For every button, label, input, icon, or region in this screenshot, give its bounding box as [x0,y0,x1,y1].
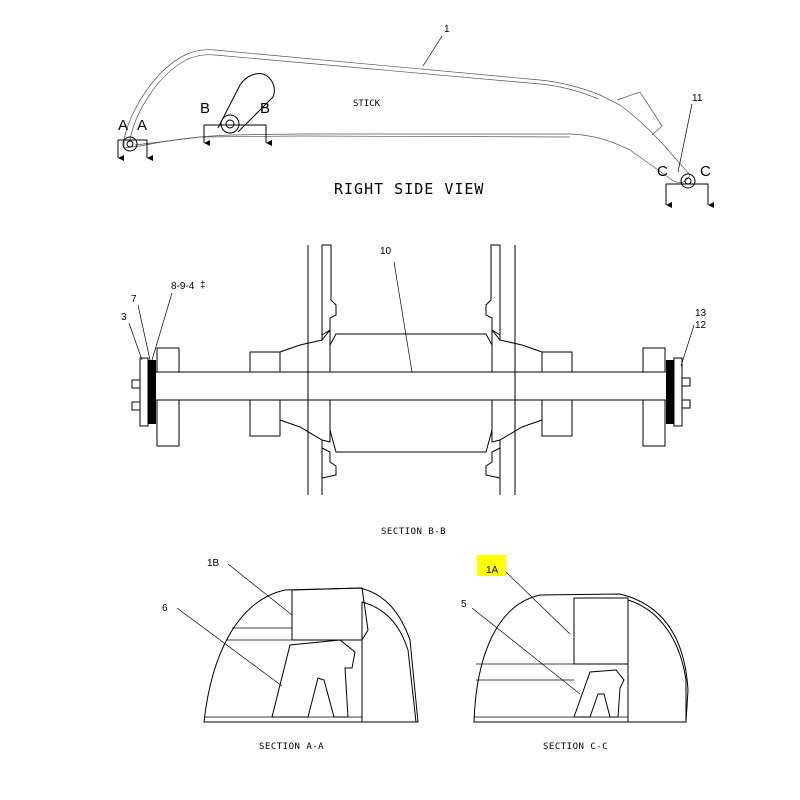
callout-11: 11 [692,93,703,104]
stick-inner-line [129,54,599,141]
section-aa-outline [203,587,419,723]
stick-bracket [616,91,663,136]
left-washer [148,360,156,424]
right-bolt-bottom [681,399,691,409]
left-outer-bushing-bottom [156,399,180,447]
section-b-marker: B B [200,100,272,146]
stick-outline [123,49,691,184]
callout-1: 1 [444,24,450,35]
section-aa-seal [271,639,356,718]
leader-1 [422,35,443,67]
right-bolt-top [681,377,691,387]
right-outer-bushing-top [642,347,666,373]
right-outer-bushing-bottom [642,399,666,447]
section-aa-top-liner [291,587,369,641]
section-bb-title: SECTION B-B [381,527,446,537]
section-bb: 10 8-9-4 ‡ 7 3 13 12 SECTION B-B [121,244,707,537]
left-collar-top [249,351,281,373]
section-cc-title: SECTION C-C [543,742,608,752]
left-end-plate [139,357,149,427]
section-c-right-letter: C [700,163,711,180]
section-cc: 1A 5 SECTION C-C [461,555,689,752]
section-aa-title: SECTION A-A [259,742,324,752]
leader-10 [393,261,413,373]
linkage-b [217,73,275,134]
section-a-left-letter: A [118,117,128,134]
callout-8-9-4: 8-9-4 [171,281,195,292]
right-washer [666,360,674,424]
view-title: RIGHT SIDE VIEW [334,180,484,198]
leader-1b [227,563,293,616]
callout-10: 10 [380,246,392,257]
section-b-left-letter: B [200,100,210,117]
left-bolt-bottom [131,401,141,411]
right-plate [485,244,516,495]
left-bolt-top [131,379,141,389]
callout-5: 5 [461,599,467,610]
leader-12 [680,324,695,367]
leader-1a [505,571,571,635]
callout-13: 13 [695,308,707,319]
right-end-plate [673,357,683,427]
section-aa: 1B 6 SECTION A-A [162,558,419,752]
pin-a [122,136,138,152]
section-cc-right-wall [627,599,687,723]
dagger-icon: ‡ [200,280,206,291]
callout-12: 12 [695,320,707,331]
left-boss-lower [279,399,331,443]
section-b-right-letter: B [260,100,270,117]
leader-3 [128,322,143,361]
pin-c [680,173,696,189]
section-a-right-letter: A [137,117,147,134]
section-cc-top-liner [573,597,629,665]
callout-3: 3 [121,312,127,323]
right-collar-top [541,351,573,373]
left-outer-bushing-top [156,347,180,373]
callout-1a-highlight [477,555,506,576]
section-c-marker: C C [657,163,714,208]
leader-6 [176,607,283,687]
spacer-tube-bottom [329,399,493,453]
pin-shaft [149,371,673,401]
callout-6: 6 [162,603,168,614]
section-cc-outline [473,593,689,723]
callout-1b: 1B [207,558,220,569]
left-plate [307,244,337,495]
section-c-left-letter: C [657,163,668,180]
leader-11 [677,103,693,173]
left-collar-bottom [249,399,281,437]
callout-1a: 1A [486,565,499,576]
right-collar-bottom [541,399,573,437]
stick-label: STICK [353,99,381,109]
leader-8-9-4 [151,292,173,361]
leader-5 [471,607,581,695]
leader-7 [137,304,151,361]
section-cc-seal [573,669,625,718]
section-aa-right-wall [361,601,417,723]
right-side-view: A A B B C C 1 11 STICK RIGHT SIDE VIEW [117,24,714,208]
section-a-marker: A A [117,117,153,161]
stick-lower-line [134,135,571,146]
right-boss-lower [491,399,543,443]
callout-7: 7 [131,294,137,305]
